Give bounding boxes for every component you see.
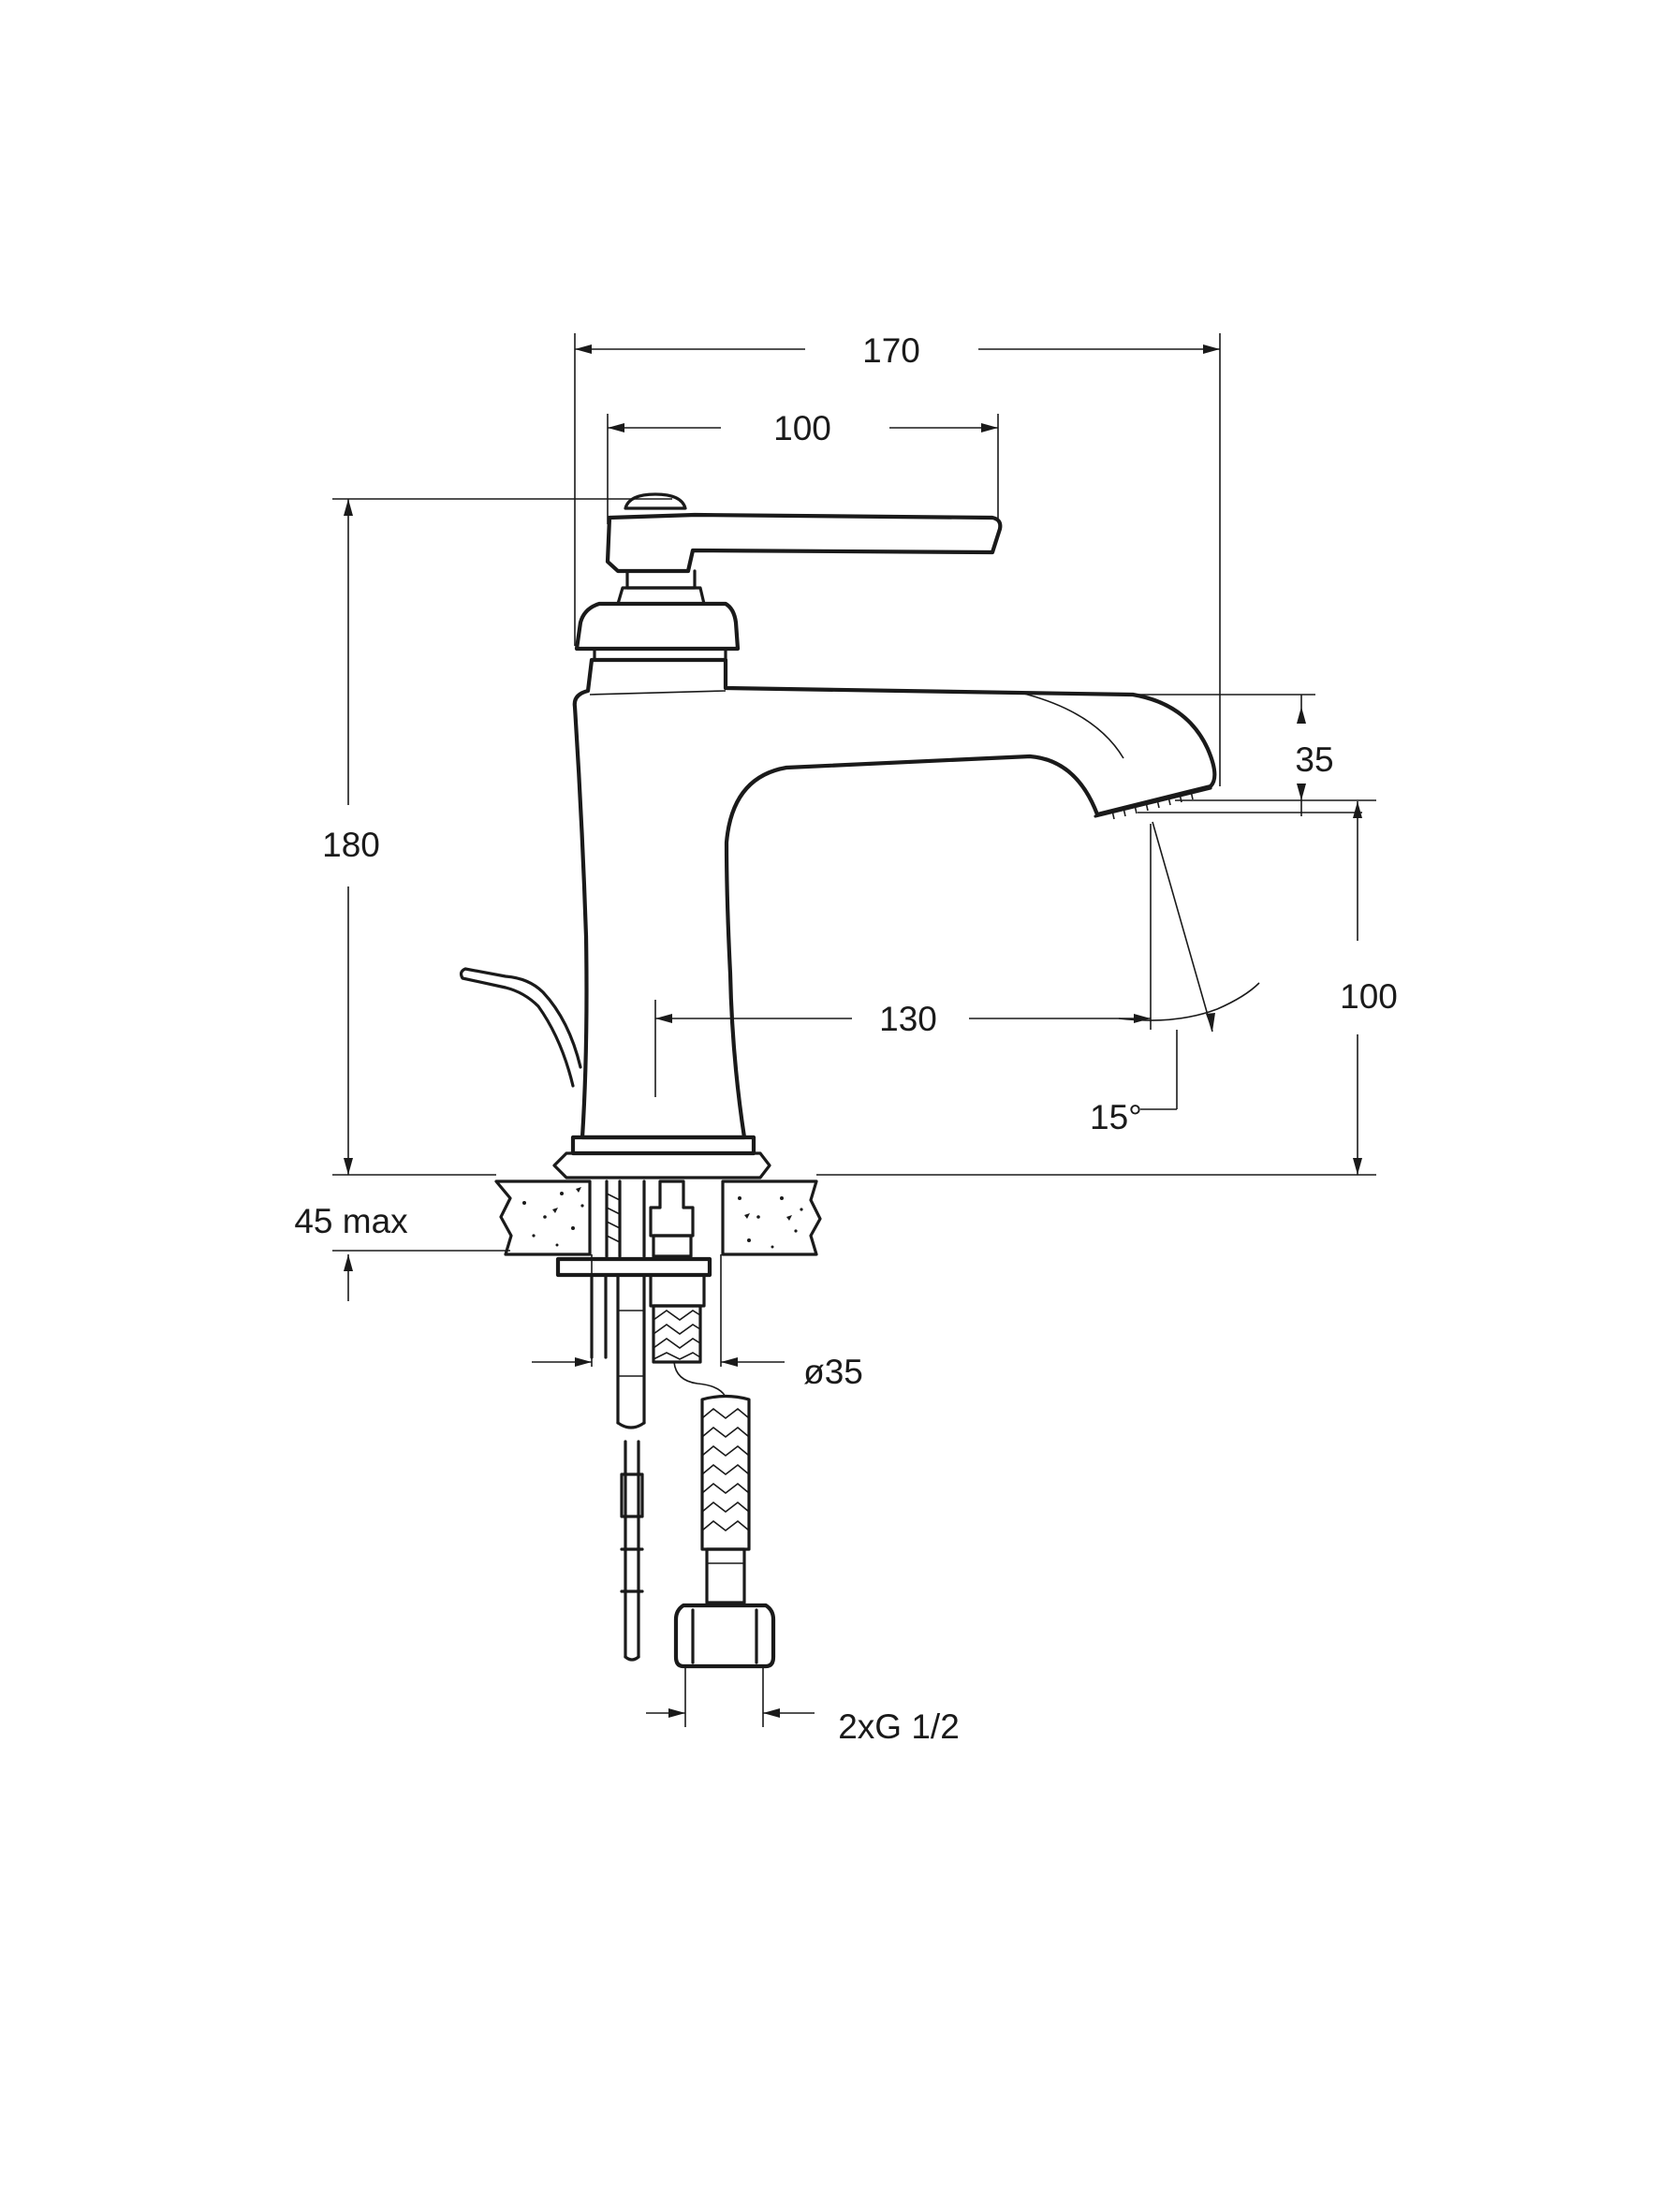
dim-label-connection: 2xG 1/2 <box>838 1707 960 1746</box>
dim-label-spray-angle: 15° <box>1090 1098 1142 1136</box>
handle-collar <box>574 601 741 652</box>
lever-handle <box>605 512 1003 574</box>
aerator-ticks <box>1111 790 1194 820</box>
dim-label-total-height: 180 <box>322 826 380 864</box>
concrete-specks <box>522 1187 803 1249</box>
handle-cap <box>624 492 687 510</box>
dim-label-hole-diameter: ø35 <box>803 1353 863 1391</box>
dim-label-total-length: 170 <box>862 331 920 370</box>
braided-hose <box>700 1394 751 1551</box>
dim-label-deck-thickness: 45 max <box>294 1202 408 1240</box>
mounting-plate <box>555 1256 712 1278</box>
dim-label-spout-thickness: 35 <box>1295 740 1333 779</box>
body-and-spout <box>572 657 1217 1140</box>
countertop-section <box>494 1179 822 1256</box>
under-deck-fixings <box>555 1179 776 1669</box>
dim-label-spout-height: 100 <box>1340 977 1398 1016</box>
popup-drain-rod <box>459 967 582 1088</box>
dim-label-spout-reach: 130 <box>879 1000 937 1038</box>
faucet-body <box>459 492 1217 1179</box>
dim-label-lever-length: 100 <box>773 409 831 447</box>
base-plate <box>570 1135 756 1156</box>
hose-connector-nut <box>673 1603 776 1669</box>
dimension-lines <box>332 333 1376 1727</box>
